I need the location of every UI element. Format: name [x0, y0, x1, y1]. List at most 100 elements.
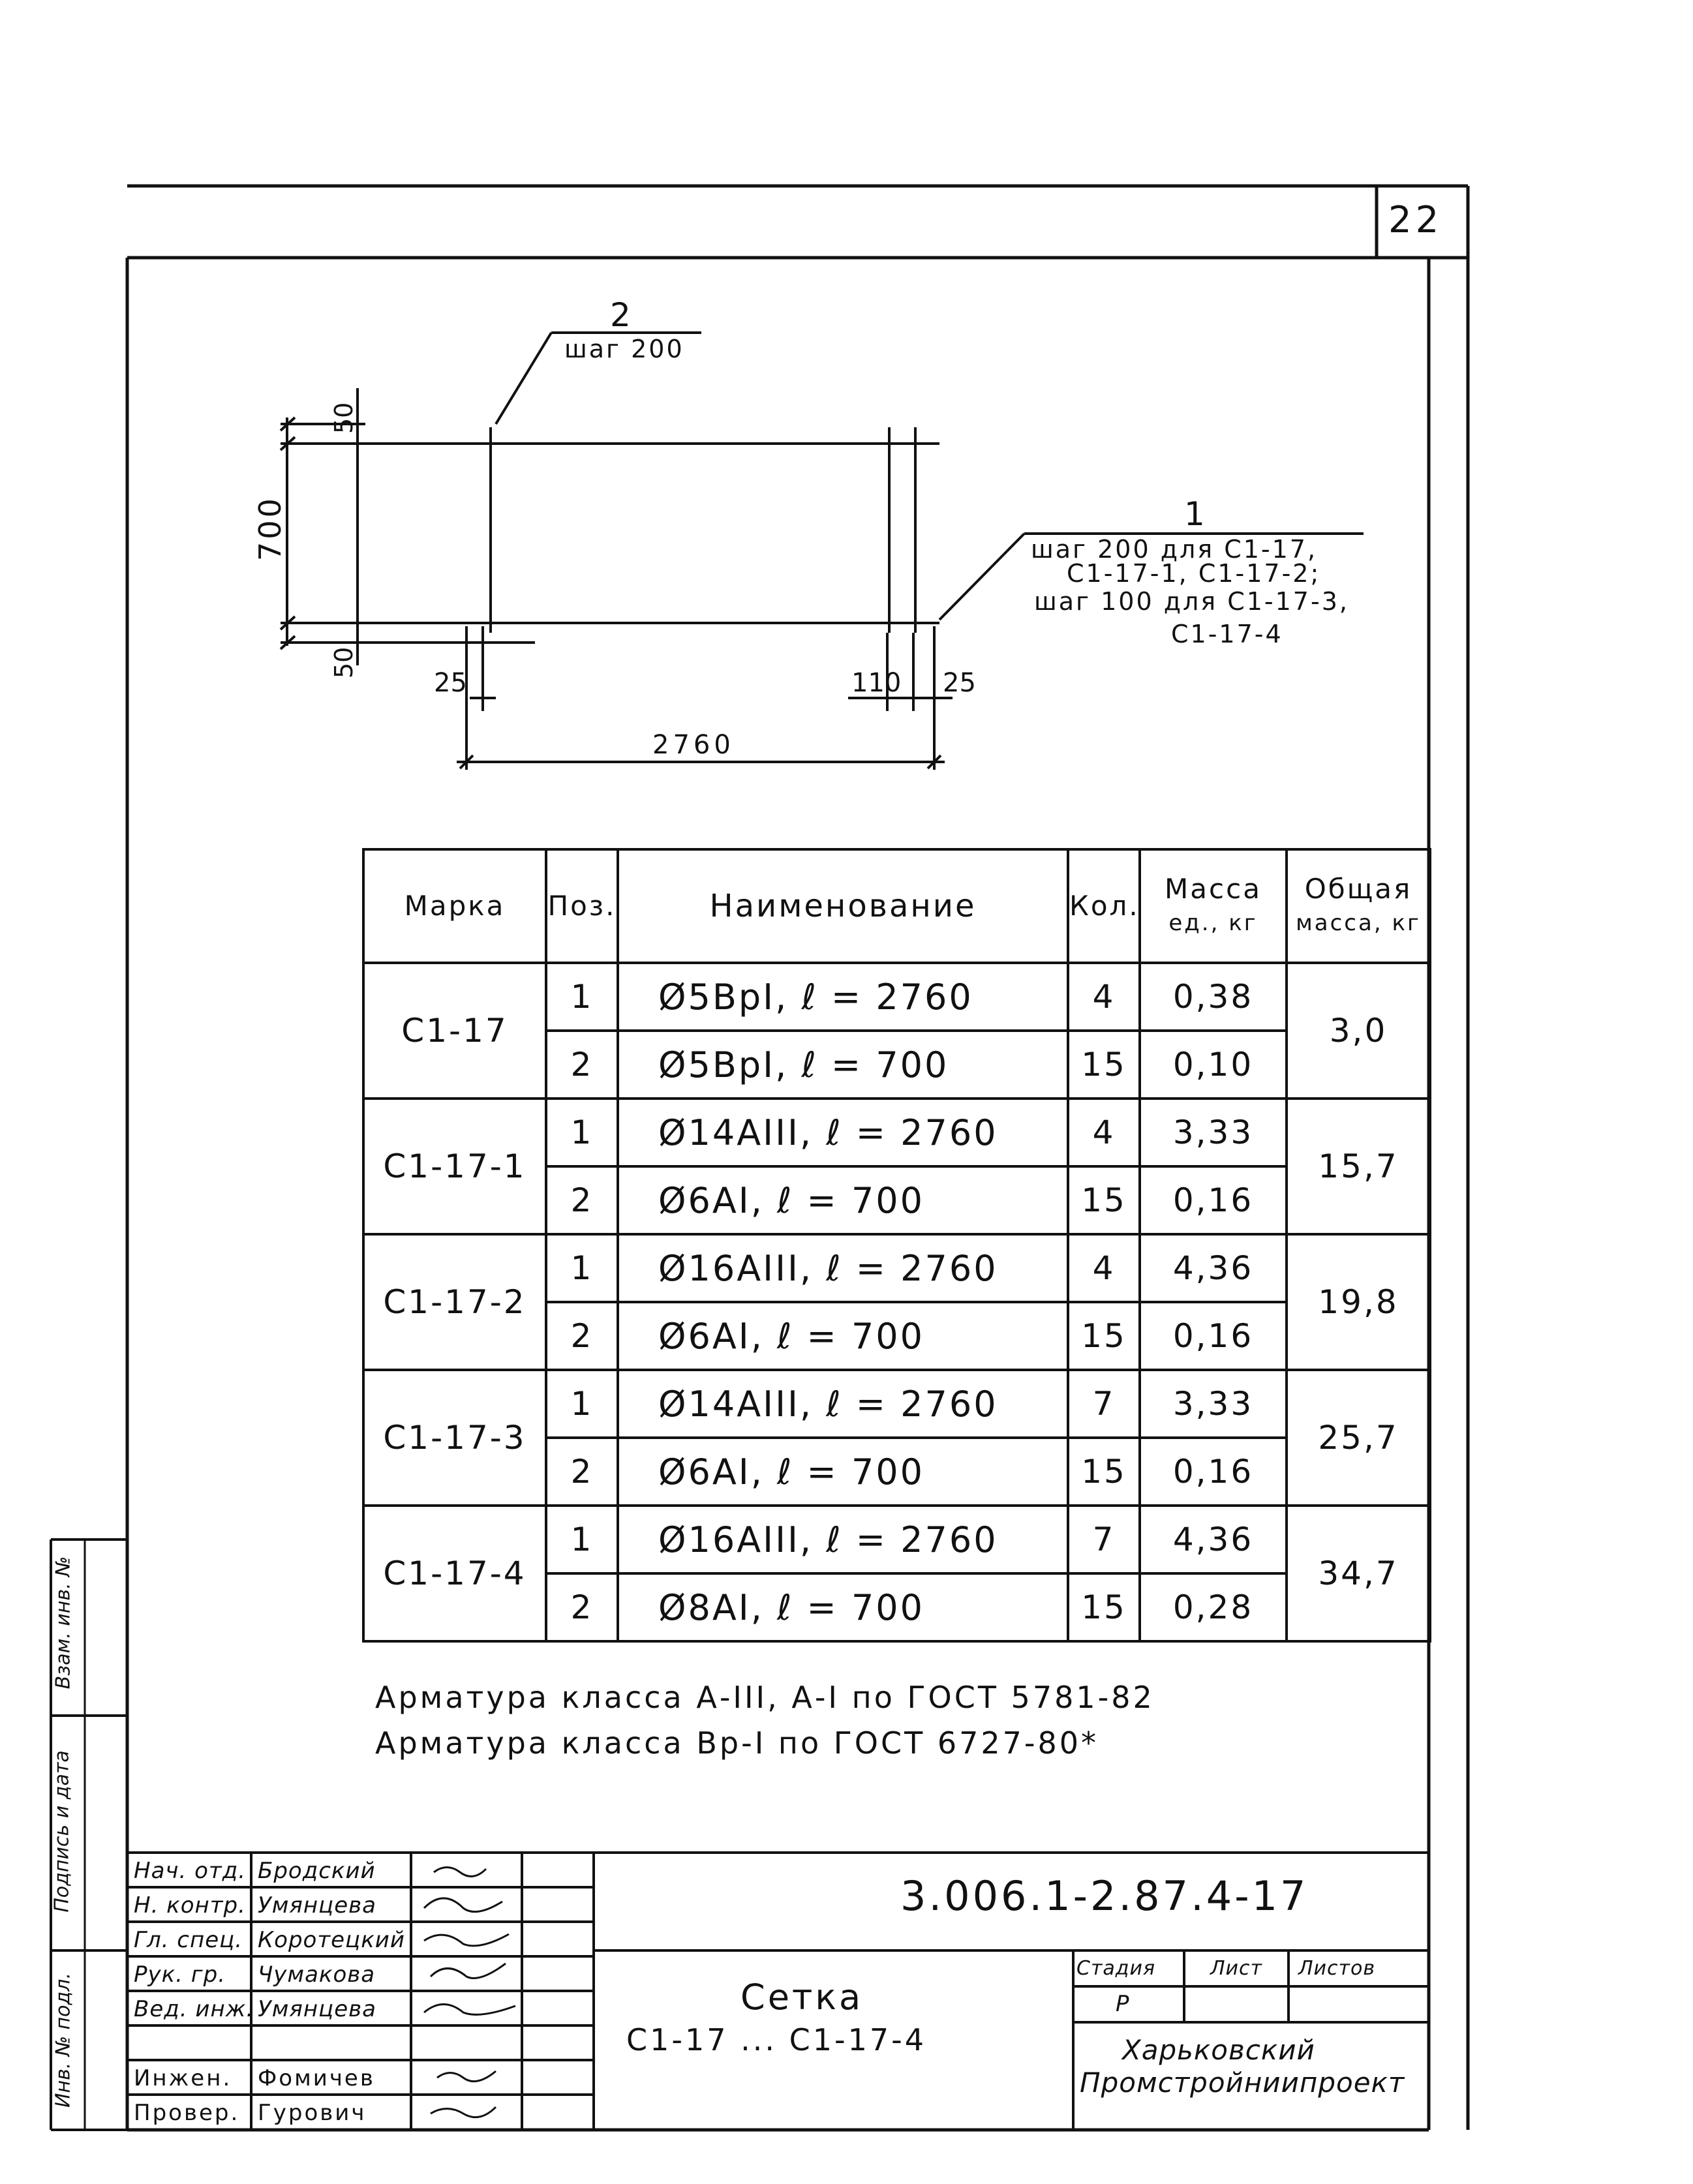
name-cell: Ø6АI, ℓ = 700	[617, 1301, 1069, 1371]
document-subtitle: С1-17 ... С1-17-4	[626, 2022, 927, 2057]
table-header-row: Марка Поз. Наименование Кол. Масса ед., …	[362, 848, 1431, 964]
total-mass-cell: 25,7	[1285, 1369, 1431, 1507]
pos-cell: 1	[545, 1233, 619, 1303]
header-qty: Кол.	[1067, 848, 1141, 964]
total-mass-cell: 15,7	[1285, 1097, 1431, 1236]
pos1-note-line-2: С1-17-1, С1-17-2;	[1067, 559, 1320, 588]
name-cell: Ø6АI, ℓ = 700	[617, 1165, 1069, 1236]
dim-bottom: 50	[329, 647, 358, 678]
role-group-lead: Рук. гр.	[134, 1962, 226, 1988]
table-row: 2 Ø6АI, ℓ = 700 15 0,16	[363, 1165, 1430, 1236]
stage-value: Р	[1116, 1991, 1130, 2017]
mark-cell: С1-17-1	[362, 1097, 547, 1236]
mark-cell: С1-17-4	[362, 1504, 547, 1643]
qty-cell: 15	[1067, 1165, 1141, 1236]
pos1-note-line-3: шаг 100 для С1-17-3,	[1034, 587, 1349, 616]
pos1-note-line-4: С1-17-4	[1171, 620, 1283, 648]
pos-cell: 2	[545, 1029, 619, 1100]
organization-line-1: Харьковский	[1122, 2034, 1315, 2066]
role-norm-control: Н. контр.	[134, 1892, 246, 1919]
dim-height: 700	[252, 496, 288, 561]
sheets-label: Листов	[1298, 1957, 1376, 1980]
name-lead-engineer: Умянцева	[258, 1996, 376, 2022]
table-row: 2 Ø6АI, ℓ = 700 15 0,16	[363, 1436, 1430, 1507]
unit-mass-cell: 0,16	[1138, 1165, 1288, 1236]
role-head-of-dept: Нач. отд.	[134, 1858, 247, 1884]
table-row: 2 Ø5ВрI, ℓ = 700 15 0,10	[363, 1029, 1430, 1100]
name-norm-control: Умянцева	[258, 1892, 376, 1919]
name-cell: Ø8АI, ℓ = 700	[617, 1572, 1069, 1643]
unit-mass-cell: 0,10	[1138, 1029, 1288, 1100]
role-engineer: Инжен.	[134, 2065, 232, 2091]
pos1-note-line-1: шаг 200 для С1-17,	[1031, 535, 1317, 564]
total-mass-cell: 3,0	[1285, 962, 1431, 1100]
stage-label: Стадия	[1076, 1957, 1156, 1980]
header-unit-mass: Масса ед., кг	[1138, 848, 1288, 964]
dim-left: 25	[434, 668, 467, 698]
name-group-lead: Чумакова	[258, 1962, 376, 1988]
pos-cell: 2	[545, 1165, 619, 1236]
unit-mass-cell: 3,33	[1138, 1097, 1288, 1168]
header-mark: Марка	[362, 848, 547, 964]
pos-cell: 2	[545, 1572, 619, 1643]
note-line-2: Арматура класса Вр-I по ГОСТ 6727-80*	[375, 1725, 1099, 1761]
name-chief-specialist: Коротецкий	[258, 1927, 405, 1953]
name-cell: Ø14АIII, ℓ = 2760	[617, 1369, 1069, 1439]
pos2-step: шаг 200	[564, 335, 684, 363]
unit-mass-cell: 4,36	[1138, 1504, 1288, 1575]
name-engineer: Фомичев	[258, 2065, 375, 2091]
mark-cell: С1-17	[362, 962, 547, 1100]
sheet-number: 22	[1388, 199, 1443, 241]
organization-line-2: Промстройниипроект	[1080, 2067, 1405, 2099]
header-pos: Поз.	[545, 848, 619, 964]
mark-cell: С1-17-3	[362, 1369, 547, 1507]
qty-cell: 7	[1067, 1369, 1141, 1439]
pos2-number: 2	[610, 296, 631, 334]
dim-right: 25	[943, 668, 976, 698]
total-mass-cell: 34,7	[1285, 1504, 1431, 1643]
role-lead-engineer: Вед. инж.	[134, 1996, 254, 2022]
total-mass-cell: 19,8	[1285, 1233, 1431, 1371]
leader-pos2	[495, 331, 553, 425]
unit-mass-cell: 0,28	[1138, 1572, 1288, 1643]
name-cell: Ø5ВрI, ℓ = 700	[617, 1029, 1069, 1100]
name-cell: Ø6АI, ℓ = 700	[617, 1436, 1069, 1507]
pos-cell: 1	[545, 1504, 619, 1575]
sheet-label: Лист	[1210, 1957, 1263, 1980]
name-cell: Ø16АIII, ℓ = 2760	[617, 1504, 1069, 1575]
header-total-mass: Общая масса, кг	[1285, 848, 1431, 964]
table-row: 2 Ø6АI, ℓ = 700 15 0,16	[363, 1301, 1430, 1371]
table-row: С1-17-3 1 Ø14АIII, ℓ = 2760 7 3,33 25,7	[362, 1369, 1431, 1507]
pos-cell: 1	[545, 1369, 619, 1439]
pos1-number: 1	[1184, 495, 1205, 533]
pos-cell: 2	[545, 1436, 619, 1507]
dim-length: 2760	[652, 730, 735, 760]
pos-cell: 1	[545, 962, 619, 1032]
table-row: С1-17 1 Ø5ВрI, ℓ = 2760 4 0,38 3,0	[362, 962, 1431, 1100]
note-line-1: Арматура класса А-III, А-I по ГОСТ 5781-…	[375, 1680, 1155, 1715]
qty-cell: 15	[1067, 1029, 1141, 1100]
dim-right-gap: 110	[851, 668, 901, 698]
unit-mass-cell: 0,38	[1138, 962, 1288, 1032]
qty-cell: 15	[1067, 1301, 1141, 1371]
qty-cell: 4	[1067, 1233, 1141, 1303]
pos-cell: 2	[545, 1301, 619, 1371]
signature-marks	[423, 1866, 516, 2119]
name-checker: Гурович	[258, 2100, 367, 2126]
unit-mass-cell: 0,16	[1138, 1436, 1288, 1507]
pos-cell: 1	[545, 1097, 619, 1168]
qty-cell: 15	[1067, 1436, 1141, 1507]
dim-top: 50	[329, 402, 358, 434]
qty-cell: 7	[1067, 1504, 1141, 1575]
mark-cell: С1-17-2	[362, 1233, 547, 1371]
document-title: Сетка	[740, 1977, 864, 2018]
name-cell: Ø16АIII, ℓ = 2760	[617, 1233, 1069, 1303]
mesh-drawing: 2 шаг 200 1 шаг 200 для С1-17, С1-17-1, …	[252, 296, 1364, 770]
table-row: С1-17-4 1 Ø16АIII, ℓ = 2760 7 4,36 34,7	[362, 1504, 1431, 1643]
qty-cell: 15	[1067, 1572, 1141, 1643]
table-row: С1-17-1 1 Ø14АIII, ℓ = 2760 4 3,33 15,7	[362, 1097, 1431, 1236]
qty-cell: 4	[1067, 962, 1141, 1032]
unit-mass-cell: 4,36	[1138, 1233, 1288, 1303]
leader-pos1	[938, 532, 1026, 621]
